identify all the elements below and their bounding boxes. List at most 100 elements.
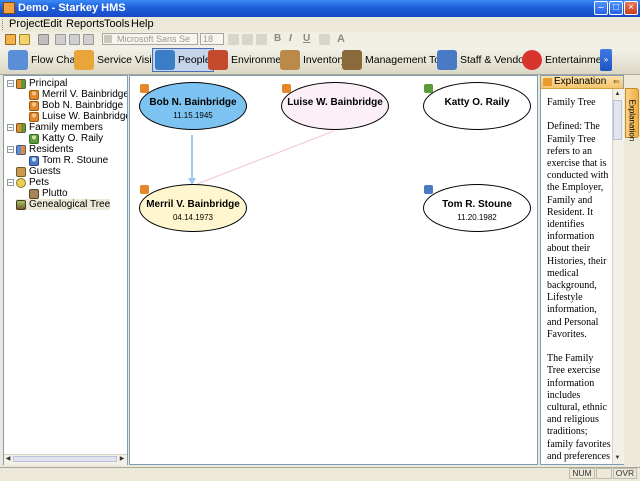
nav-label: Management Tool [365,54,449,66]
tree-label: Pets [29,177,50,188]
tree-label: Family members [29,122,103,133]
group-icon [16,122,26,133]
nav-label: People [178,54,211,66]
scroll-right-arrow-icon[interactable]: ▶ [119,456,125,462]
explanation-side-tab[interactable] [625,88,639,138]
nav-label: Flow Chart [31,54,82,66]
minimize-button[interactable]: – [594,1,608,15]
font-family-select[interactable]: Microsoft Sans Se [102,33,198,45]
family-tree-icon [16,199,26,210]
collapse-toggle[interactable]: – [7,80,14,87]
nav-service-vision[interactable]: Service Vision [72,48,165,72]
nav-flow-chart[interactable]: Flow Chart [6,48,84,72]
pin-icon[interactable]: ⇐ [613,77,620,86]
tree-item-merril[interactable]: Merril V. Bainbridge [29,89,128,100]
node-name: Merril V. Bainbridge [146,199,240,210]
menu-edit[interactable]: Edit [43,18,62,30]
open-icon[interactable] [19,34,30,45]
tree-node-residents[interactable]: – Residents [7,144,73,155]
tree-node-genealogical-tree[interactable]: Genealogical Tree [16,199,111,210]
person-icon [29,111,39,122]
nav-management-tool[interactable]: Management Tool [340,48,450,72]
node-name: Luise W. Bainbridge [287,97,383,108]
tree-item-katty[interactable]: Katty O. Raily [29,133,103,144]
genealogy-canvas [129,75,538,465]
explanation-panel [540,75,624,465]
italic-button[interactable]: I [289,33,292,44]
menu-help[interactable]: Help [131,18,154,30]
close-button[interactable]: × [624,1,638,15]
nav-label: Staff & Vendors [460,54,533,66]
scroll-down-arrow-icon[interactable]: ▼ [614,455,621,461]
toolbar-overflow-button[interactable]: » [600,49,612,71]
person-icon [29,133,39,144]
nav-environment[interactable]: Environment [206,48,292,72]
bold-button[interactable]: B [274,33,282,44]
collapse-toggle[interactable]: – [7,146,14,153]
inventory-icon [280,50,300,70]
node-merril[interactable]: Merril V. Bainbridge 04.14.1973 [139,184,247,232]
link-arrowhead [188,178,196,185]
menu-grip [2,19,5,30]
new-icon[interactable] [5,34,16,45]
edit-icon[interactable] [69,34,80,45]
scroll-up-arrow-icon[interactable]: ▲ [614,91,621,97]
node-tom[interactable]: Tom R. Stoune 11.20.1982 [423,184,531,232]
tree-label: Katty O. Raily [42,133,104,144]
dog-icon [29,188,39,199]
menu-tools[interactable]: Tools [104,18,130,30]
scrollbar-thumb[interactable] [613,100,622,140]
tree-item-plutto[interactable]: Plutto [29,188,68,199]
person-icon [29,155,39,166]
bullets-icon[interactable] [319,34,330,45]
explanation-title: Explanation [554,76,607,87]
menu-reports[interactable]: Reports [66,18,105,30]
align-left-icon[interactable] [228,34,239,45]
nav-label: Environment [231,54,290,66]
person-icon [140,84,149,93]
scrollbar-thumb[interactable] [13,456,117,462]
align-right-icon[interactable] [256,34,267,45]
node-luise[interactable]: Luise W. Bainbridge [281,82,389,130]
tree-node-guests[interactable]: Guests [16,166,61,177]
person-icon [140,185,149,194]
nav-people[interactable]: People [152,48,214,72]
node-name: Bob N. Bainbridge [149,97,237,108]
collapse-toggle[interactable]: – [7,179,14,186]
explanation-vertical-scrollbar[interactable] [612,89,624,464]
font-size-select[interactable]: 18 [200,33,224,45]
underline-button[interactable]: U [303,33,311,44]
node-date: 11.20.1982 [457,213,497,222]
tree-item-tom[interactable]: Tom R. Stoune [29,155,108,166]
nav-inventory[interactable]: Inventory [278,48,348,72]
tree-item-luise[interactable]: Luise W. Bainbridge [29,111,127,122]
relationship-links [188,130,335,185]
group-icon [16,144,26,155]
nav-label: Entertainment [545,54,611,66]
tree-node-pets[interactable]: – Pets [7,177,49,188]
collapse-toggle[interactable]: – [7,124,14,131]
nav-entertainment[interactable]: Entertainment [520,48,612,72]
print-icon[interactable] [38,34,49,45]
tree-node-family[interactable]: – Family members [7,122,103,133]
add-icon[interactable] [55,34,66,45]
title-bar [0,0,640,17]
tree-item-bob[interactable]: Bob N. Bainbridge [29,100,123,111]
caps-indicator [596,468,612,479]
nav-label: Service Vision [97,54,164,66]
delete-icon[interactable] [83,34,94,45]
node-katty[interactable]: Katty O. Raily [423,82,531,130]
menu-project[interactable]: Project [9,18,44,30]
tree-node-principal[interactable]: – Principal [7,78,67,89]
tree-label: Merril V. Bainbridge [42,89,128,100]
scroll-left-arrow-icon[interactable]: ◀ [5,456,11,462]
link-luise-merril [196,130,335,185]
node-bob[interactable]: Bob N. Bainbridge 11.15.1945 [139,82,247,130]
tree-label: Plutto [42,188,68,199]
nav-staff-vendors[interactable]: Staff & Vendors [435,48,535,72]
management-tool-icon [342,50,362,70]
maximize-button[interactable]: □ [609,1,623,15]
overwrite-indicator: OVR [613,468,637,479]
align-center-icon[interactable] [242,34,253,45]
font-color-button[interactable]: A [337,33,345,45]
